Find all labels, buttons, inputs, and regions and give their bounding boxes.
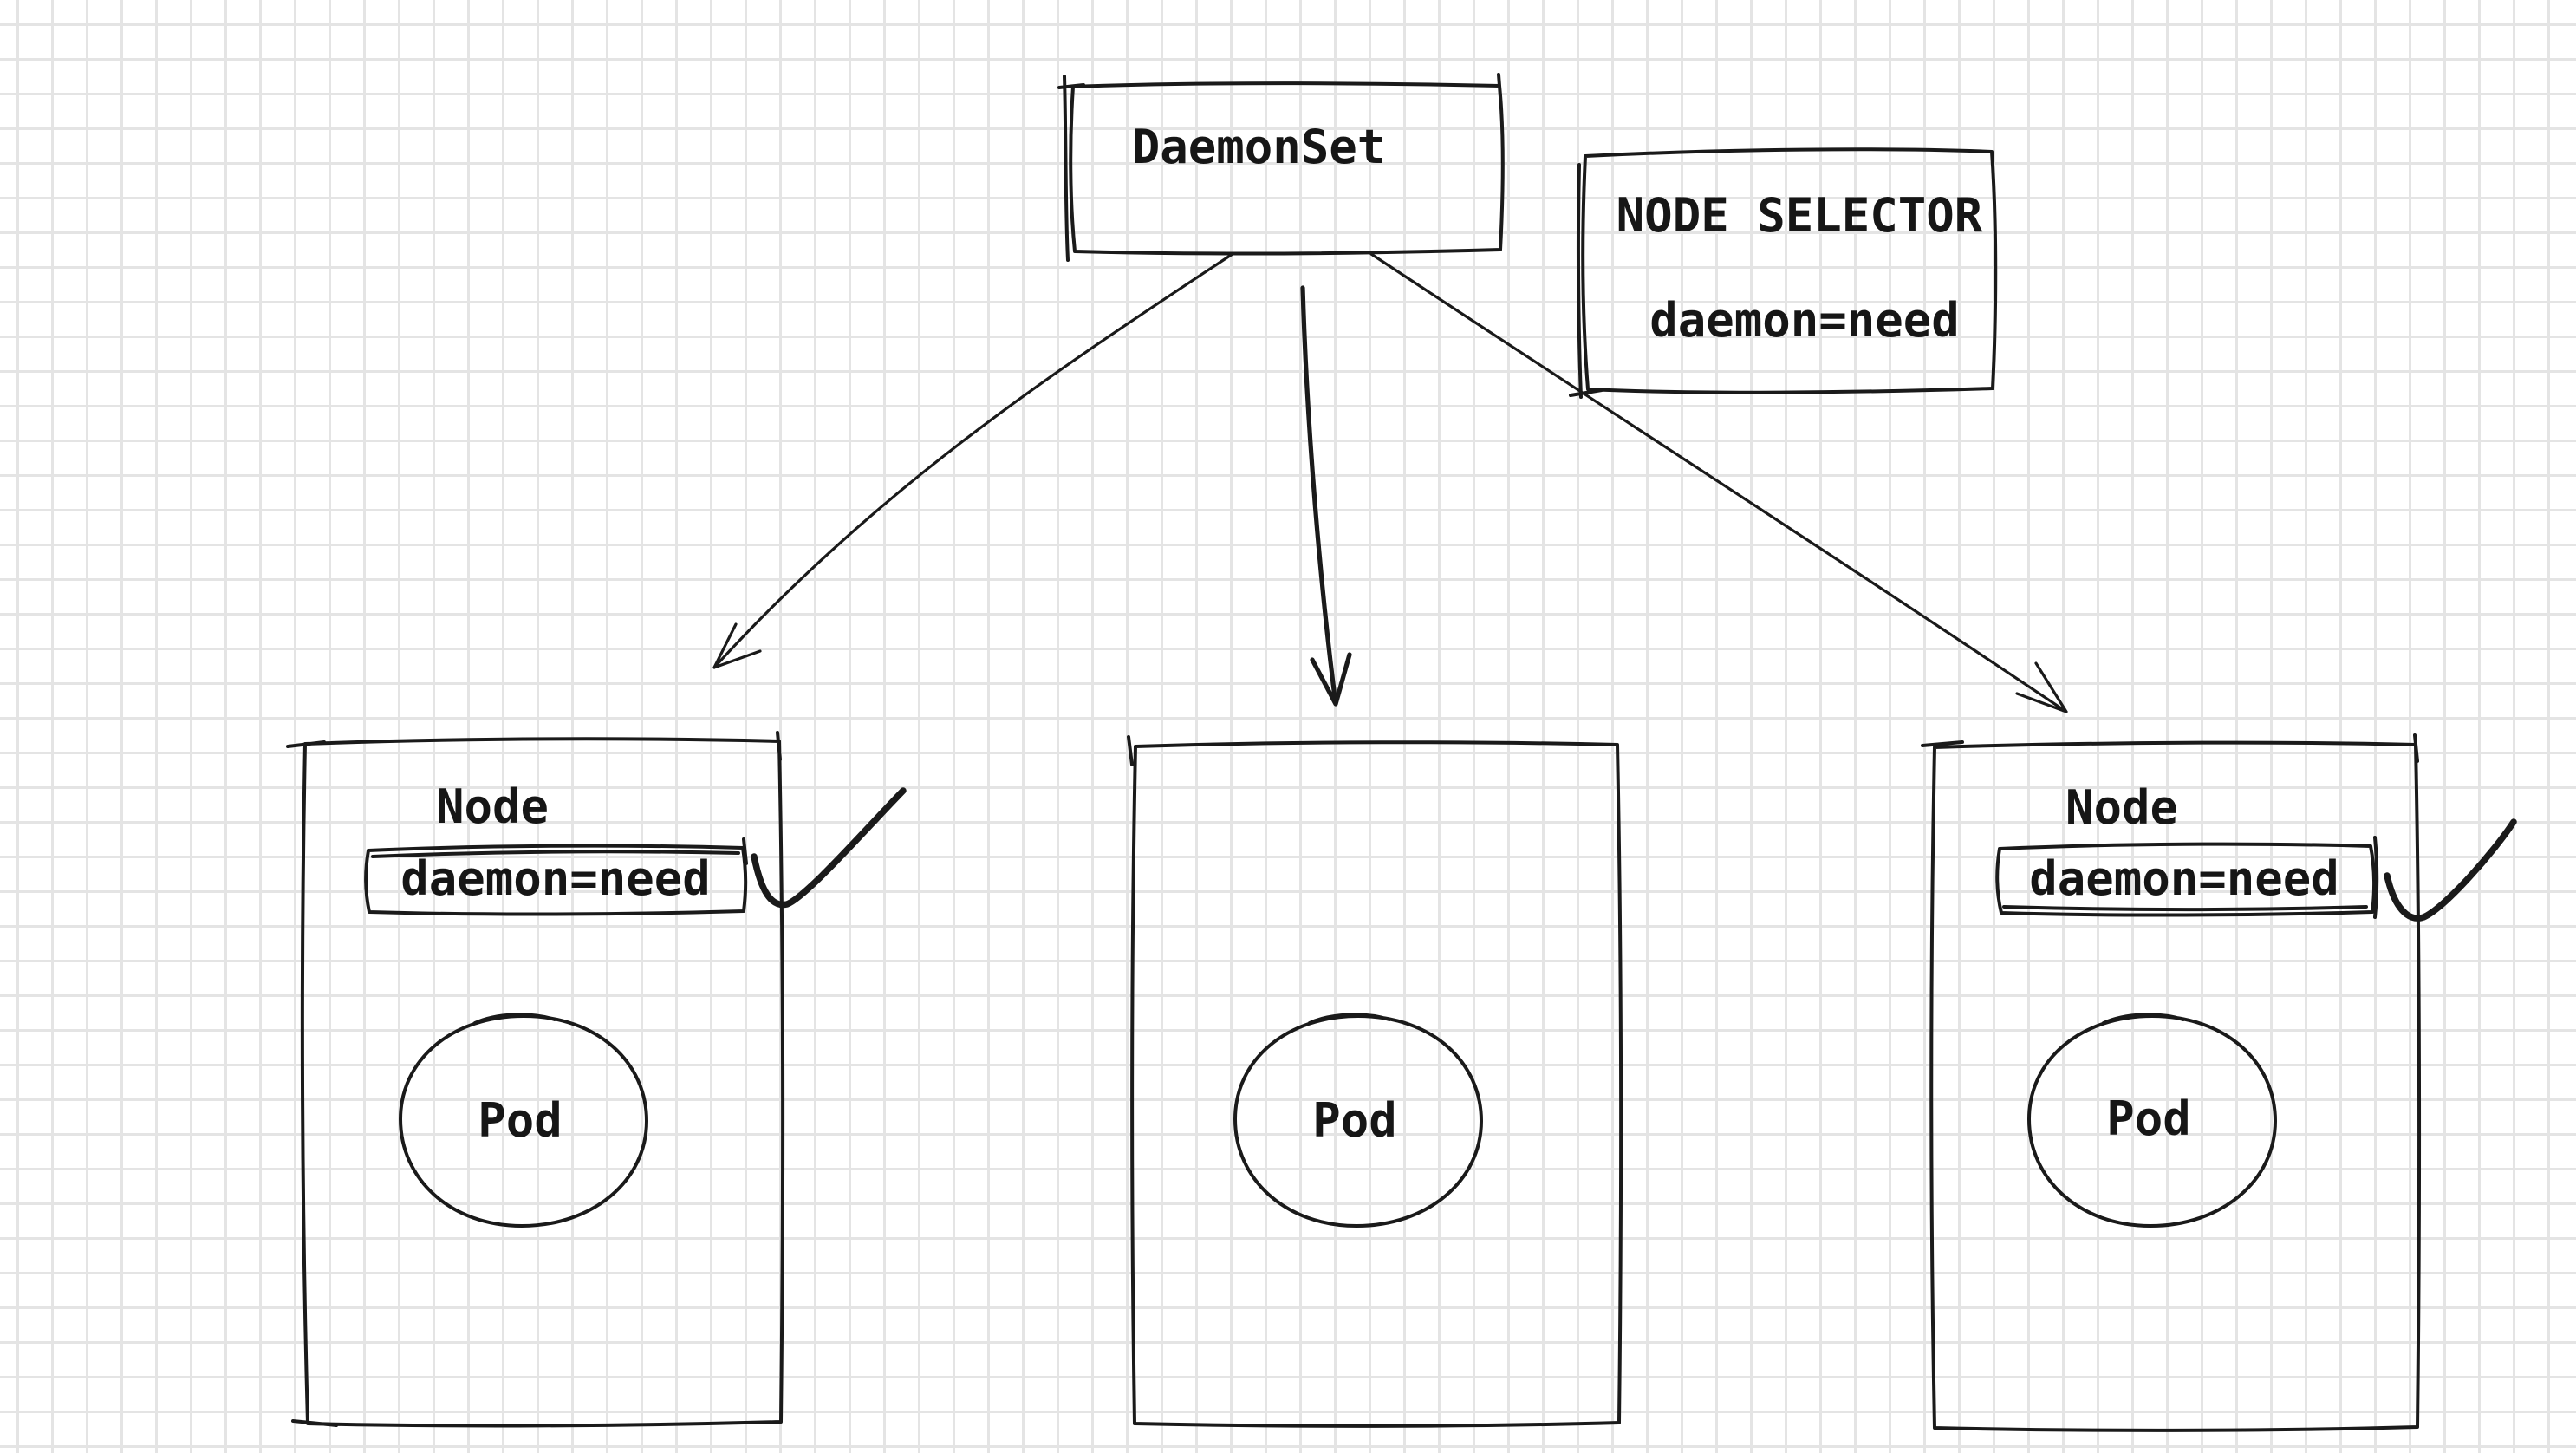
node-selector-title[interactable]: NODE SELECTOR xyxy=(1617,188,1983,243)
node-right-selector-rect[interactable] xyxy=(1995,836,2379,919)
node-right-selector-label[interactable]: daemon=need xyxy=(2029,851,2339,906)
daemonset-rect[interactable] xyxy=(1057,73,1505,262)
node-middle[interactable]: Pod xyxy=(1127,735,1623,1428)
node-right-pod-circle[interactable] xyxy=(2027,1013,2277,1228)
daemonset-label[interactable]: DaemonSet xyxy=(1132,120,1386,174)
arrow-to-node-middle[interactable] xyxy=(1300,285,1352,707)
node-right-rect[interactable] xyxy=(1921,733,2422,1432)
node-selector-rect[interactable] xyxy=(1569,147,1998,399)
node-selector-shape[interactable]: NODE SELECTOR daemon=need xyxy=(1569,147,1998,399)
node-middle-rect[interactable] xyxy=(1127,735,1623,1428)
node-middle-pod-circle[interactable] xyxy=(1233,1013,1483,1228)
node-left-checkmark-icon[interactable] xyxy=(751,787,907,909)
node-right-pod-label[interactable]: Pod xyxy=(2106,1091,2191,1146)
node-left-selector-rect[interactable] xyxy=(364,837,748,916)
node-left-pod-circle[interactable] xyxy=(399,1013,648,1228)
node-right-checkmark-icon[interactable] xyxy=(2384,818,2517,922)
node-right-title[interactable]: Node xyxy=(2065,780,2178,835)
node-left-pod-label[interactable]: Pod xyxy=(478,1093,563,1148)
daemonset-shape[interactable]: DaemonSet xyxy=(1057,73,1505,262)
node-selector-rule[interactable]: daemon=need xyxy=(1649,293,1960,348)
node-left-rect[interactable] xyxy=(286,731,785,1428)
node-middle-pod-label[interactable]: Pod xyxy=(1312,1093,1397,1148)
node-left[interactable]: Node daemon=need Pod xyxy=(286,731,907,1428)
node-left-selector-label[interactable]: daemon=need xyxy=(400,851,711,906)
arrow-to-node-right[interactable] xyxy=(1369,252,2068,713)
arrow-to-node-left[interactable] xyxy=(712,252,1234,669)
node-left-title[interactable]: Node xyxy=(436,779,549,834)
node-right[interactable]: Node daemon=need Pod xyxy=(1921,733,2517,1432)
